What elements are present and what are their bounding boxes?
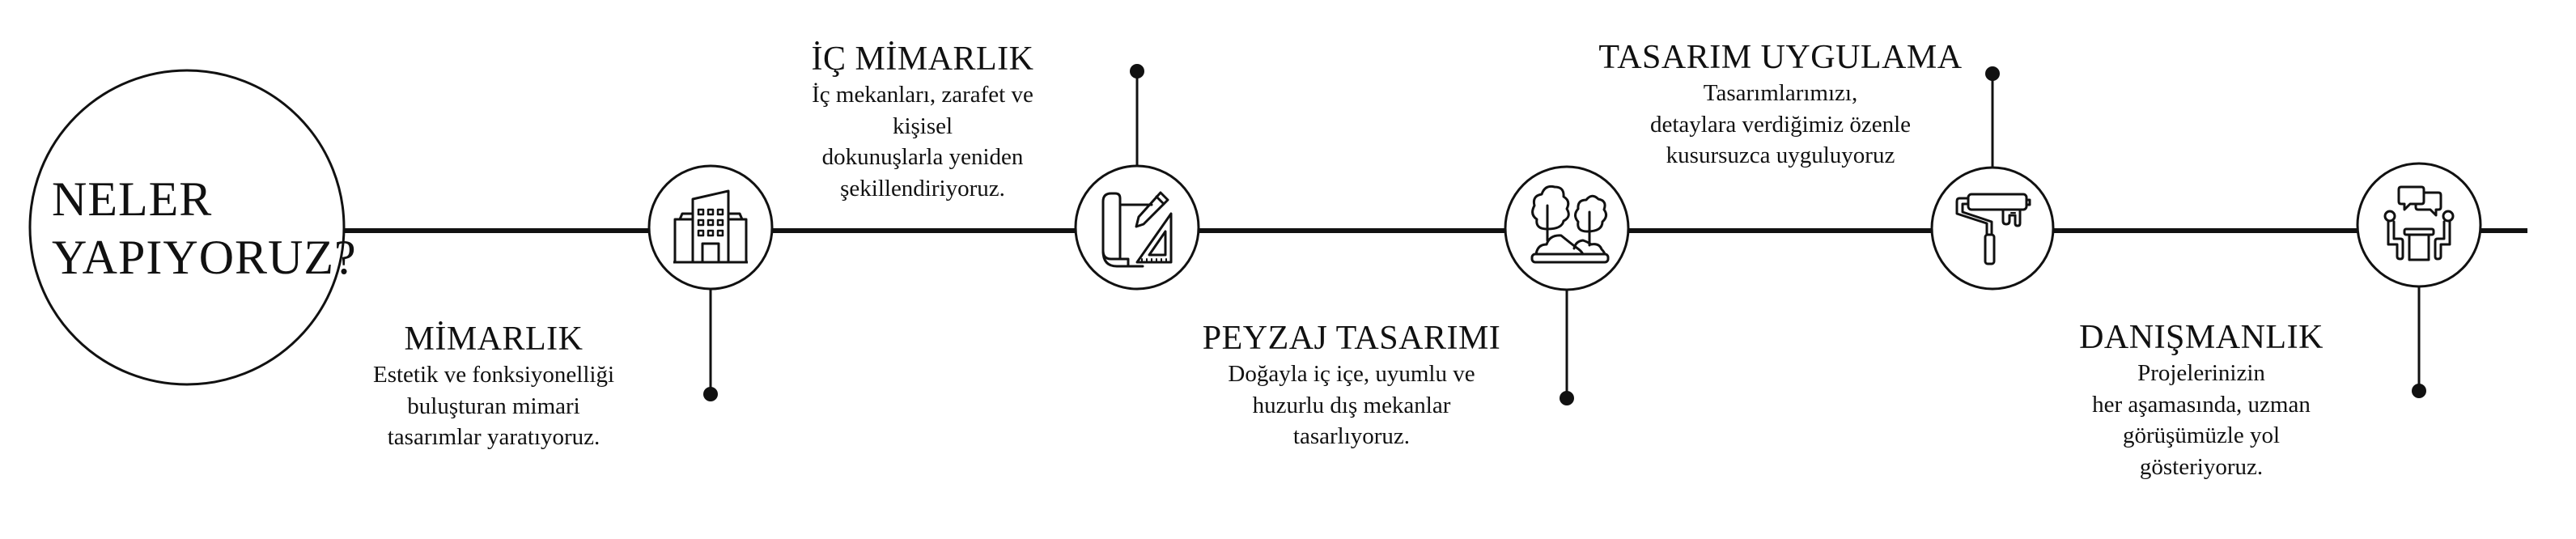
description-line: kişisel <box>892 112 953 139</box>
service-node-peyzaj[interactable] <box>1505 167 1628 290</box>
service-description: Projelerinizin her aşamasında, uzman gör… <box>1991 358 2412 482</box>
service-description: Estetik ve fonksiyonelliği buluşturan mi… <box>283 359 704 453</box>
service-block-danismanlik: DANIŞMANLIK Projelerinizin her aşamasınd… <box>1991 317 2412 482</box>
description-line: tasarlıyoruz. <box>1292 423 1411 449</box>
description-line: her aşamasında, uzman <box>2092 391 2311 418</box>
description-line: gösteriyoruz. <box>2139 453 2264 480</box>
description-line: buluşturan mimari <box>407 393 580 419</box>
meeting-consultation-icon <box>2383 185 2455 261</box>
dot-uygulama <box>1985 66 2000 81</box>
dot-mimarlik <box>703 387 718 401</box>
service-block-peyzaj: PEYZAJ TASARIMI Doğayla iç içe, uyumlu v… <box>1141 318 1562 452</box>
service-block-ic-mimarlik: İÇ MİMARLIK İç mekanları, zarafet ve kiş… <box>712 39 1133 204</box>
hero-heading-line1: NELER <box>52 172 213 226</box>
description-line: tasarımlar yaratıyoruz. <box>387 424 601 450</box>
service-node-danismanlik[interactable] <box>2357 163 2481 286</box>
node-circle-mimarlik <box>647 164 774 291</box>
description-line: dokunuşlarla yeniden <box>821 144 1024 170</box>
description-line: görüşümüzle yol <box>2122 422 2281 448</box>
description-line: Projelerinizin <box>2137 360 2265 386</box>
description-line: Tasarımlarımızı, <box>1703 80 1858 106</box>
service-node-uygulama[interactable] <box>1931 167 2054 290</box>
dot-ic-mimarlik <box>1130 64 1144 79</box>
description-line: İç mekanları, zarafet ve <box>812 82 1033 108</box>
service-title: İÇ MİMARLIK <box>811 40 1034 78</box>
description-line: şekillendiriyoruz. <box>840 175 1005 202</box>
blueprint-pencil-ruler-icon <box>1101 191 1173 268</box>
service-description: İç mekanları, zarafet ve kişisel dokunuş… <box>712 79 1133 204</box>
service-title: PEYZAJ TASARIMI <box>1202 320 1501 357</box>
paint-roller-icon <box>1955 193 2031 265</box>
service-description: Doğayla iç içe, uyumlu ve huzurlu dış me… <box>1141 359 1562 452</box>
description-line: detaylara verdiğimiz özenle <box>1649 111 1912 138</box>
hero-circle <box>28 69 346 386</box>
service-title: MİMARLIK <box>404 320 584 358</box>
dot-danismanlik <box>2412 384 2426 398</box>
service-description: Tasarımlarımızı, detaylara verdiğimiz öz… <box>1570 78 1991 172</box>
description-line: Doğayla iç içe, uyumlu ve <box>1228 361 1475 387</box>
hero-heading-line2: YAPIYORUZ? <box>52 231 357 284</box>
description-line: kusursuzca uyguluyoruz <box>1666 142 1895 168</box>
description-line: huzurlu dış mekanlar <box>1252 392 1451 418</box>
trees-landscape-icon <box>1530 185 1610 264</box>
service-block-uygulama: TASARIM UYGULAMA Tasarımlarımızı, detayl… <box>1570 37 1991 172</box>
building-icon <box>673 189 748 264</box>
service-block-mimarlik: MİMARLIK Estetik ve fonksiyonelliği bulu… <box>283 319 704 453</box>
node-circle-danismanlik <box>2356 162 2482 288</box>
dot-peyzaj <box>1560 391 1574 405</box>
service-title: DANIŞMANLIK <box>2079 319 2323 356</box>
service-title: TASARIM UYGULAMA <box>1598 39 1963 76</box>
description-line: Estetik ve fonksiyonelliği <box>372 362 614 388</box>
hero-heading: NELER YAPIYORUZ? <box>52 170 357 286</box>
